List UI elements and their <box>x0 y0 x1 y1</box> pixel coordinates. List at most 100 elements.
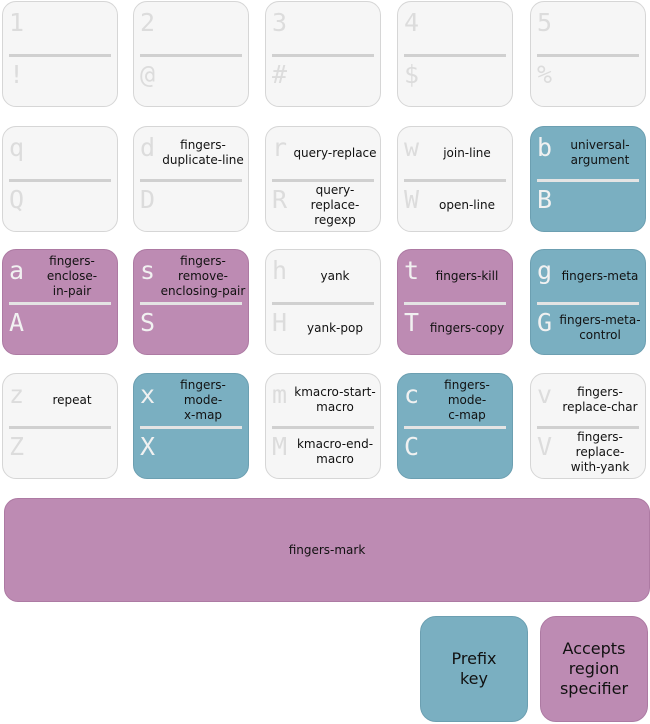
key-command: join-line <box>443 145 491 160</box>
key-command: open-line <box>439 197 495 212</box>
key-divider <box>272 54 374 57</box>
key-half-bottom: @ <box>134 54 248 106</box>
key-glyph: M <box>272 432 288 461</box>
key-half-bottom: Z <box>3 426 117 478</box>
key-glyph: r <box>272 133 288 162</box>
key-half-top: v fingers- replace-char <box>531 374 645 426</box>
key-command: fingers- enclose- in-pair <box>46 253 98 298</box>
key-glyph: 4 <box>404 8 420 37</box>
key-command <box>160 2 246 54</box>
key-glyph: V <box>537 432 553 461</box>
key-glyph: A <box>9 308 25 337</box>
key-command: fingers- mode- x-map <box>180 377 226 422</box>
key-glyph: C <box>404 432 420 461</box>
key-glyph: @ <box>140 60 156 89</box>
key-command <box>557 2 643 54</box>
key-divider <box>140 426 242 429</box>
key-glyph: m <box>272 380 288 409</box>
key-half-bottom: C <box>398 426 512 478</box>
key-command: fingers- replace- with-yank <box>570 429 630 474</box>
key-command <box>424 426 510 478</box>
key-command <box>160 179 246 231</box>
key-glyph: B <box>537 185 553 214</box>
key-glyph: S <box>140 308 156 337</box>
key-glyph: ! <box>9 60 25 89</box>
key-2: 2@ <box>133 1 249 107</box>
key-glyph: b <box>537 133 553 162</box>
key-glyph: q <box>9 133 25 162</box>
key-command: kmacro-start- macro <box>294 385 376 414</box>
key-command: fingers- replace-char <box>562 385 638 414</box>
key-half-top: 2 <box>134 2 248 54</box>
key-command: fingers- mode- c-map <box>444 377 490 422</box>
key-command <box>557 179 643 231</box>
key-half-bottom: # <box>266 54 380 106</box>
key-half-top: b universal- argument <box>531 127 645 179</box>
key-glyph: X <box>140 432 156 461</box>
key-command <box>29 2 115 54</box>
key-glyph: $ <box>404 60 420 89</box>
key-command: fingers-kill <box>435 268 499 283</box>
legend-prefix-key: Prefix key <box>420 616 528 722</box>
key-half-bottom: % <box>531 54 645 106</box>
key-half-top: 5 <box>531 2 645 54</box>
key-divider <box>140 302 242 305</box>
key-divider <box>9 302 111 305</box>
key-glyph: t <box>404 256 420 285</box>
key-glyph: 2 <box>140 8 156 37</box>
key-glyph: T <box>404 308 420 337</box>
key-command <box>424 54 510 106</box>
key-half-top: 1 <box>3 2 117 54</box>
key-1: 1! <box>2 1 118 107</box>
key-half-bottom: ! <box>3 54 117 106</box>
key-divider <box>537 302 639 305</box>
key-divider <box>9 179 111 182</box>
key-command: yank <box>320 268 350 283</box>
key-glyph: Q <box>9 185 25 214</box>
key-command: repeat <box>52 392 92 407</box>
key-glyph: G <box>537 308 553 337</box>
key-command <box>292 2 378 54</box>
key-command <box>160 54 246 106</box>
legend-region-specifier: Accepts region specifier <box>540 616 648 722</box>
key-glyph: w <box>404 133 420 162</box>
key-command <box>160 302 246 354</box>
key-half-bottom: X <box>134 426 248 478</box>
key-glyph: d <box>140 133 156 162</box>
legend-prefix-label: Prefix key <box>451 649 497 688</box>
key-command: yank-pop <box>307 320 363 335</box>
key-glyph: 5 <box>537 8 553 37</box>
key-half-top: 3 <box>266 2 380 54</box>
key-divider <box>537 426 639 429</box>
key-glyph: % <box>537 60 553 89</box>
key-half-bottom: D <box>134 179 248 231</box>
key-command: universal- argument <box>570 138 630 167</box>
key-divider <box>537 179 639 182</box>
key-glyph: v <box>537 380 553 409</box>
key-divider <box>272 426 374 429</box>
space-bar-key: fingers-mark <box>4 498 650 602</box>
key-command <box>424 2 510 54</box>
legend-region-label: Accepts region specifier <box>559 639 629 698</box>
key-divider <box>404 179 506 182</box>
key-half-bottom: Q <box>3 179 117 231</box>
key-half-top: w join-line <box>398 127 512 179</box>
